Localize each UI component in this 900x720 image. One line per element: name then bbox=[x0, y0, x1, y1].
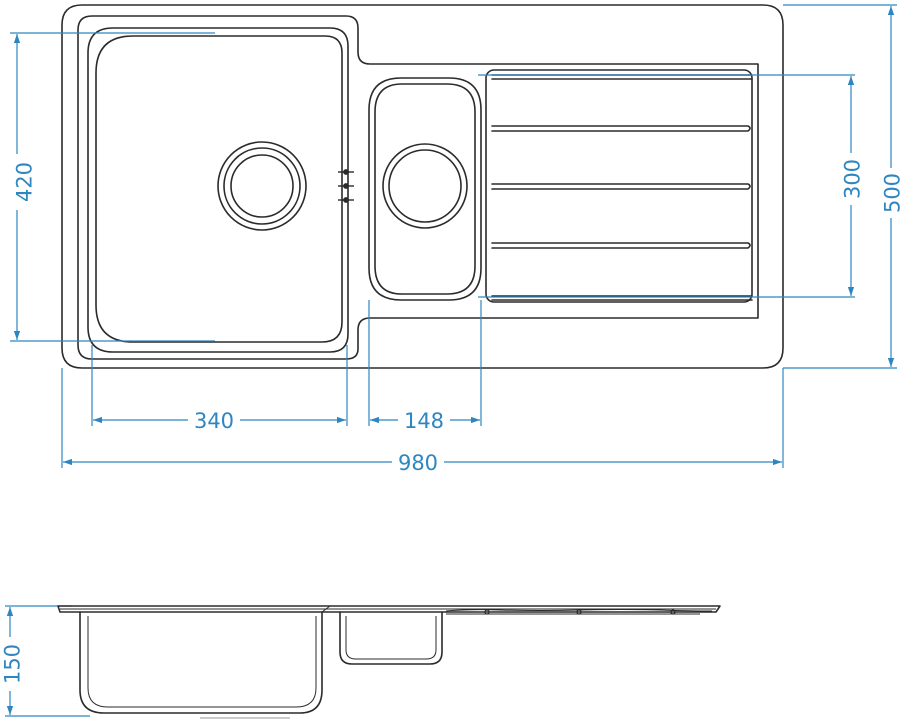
dim-label-980: 980 bbox=[398, 451, 438, 475]
small-bowl-inner bbox=[374, 83, 476, 295]
dim-label-420: 420 bbox=[12, 162, 36, 202]
small-bowl-drain bbox=[382, 143, 468, 229]
sink-outer-rim bbox=[61, 4, 784, 369]
side-main-bowl bbox=[79, 611, 323, 714]
dim-label-300: 300 bbox=[840, 159, 864, 199]
dim-label-500: 500 bbox=[880, 173, 900, 213]
plan-view bbox=[61, 4, 784, 369]
main-bowl-inner bbox=[95, 35, 343, 343]
overflow-slots bbox=[338, 169, 354, 203]
side-drainer-ribs bbox=[484, 609, 676, 615]
drainer-ribs bbox=[491, 74, 753, 301]
dim-label-340: 340 bbox=[194, 409, 234, 433]
sink-inner-contour bbox=[77, 15, 759, 360]
side-view bbox=[57, 605, 721, 719]
dimension-lines: 420 300 500 340 148 980 150 bbox=[0, 4, 900, 717]
dim-label-148: 148 bbox=[404, 409, 444, 433]
main-bowl-drain bbox=[217, 141, 307, 231]
dim-label-150: 150 bbox=[0, 644, 24, 684]
side-small-bowl bbox=[339, 611, 443, 665]
main-bowl-outer bbox=[87, 27, 349, 353]
drainer-area bbox=[485, 69, 753, 303]
side-rim bbox=[57, 605, 721, 613]
small-bowl-outer bbox=[368, 77, 482, 301]
